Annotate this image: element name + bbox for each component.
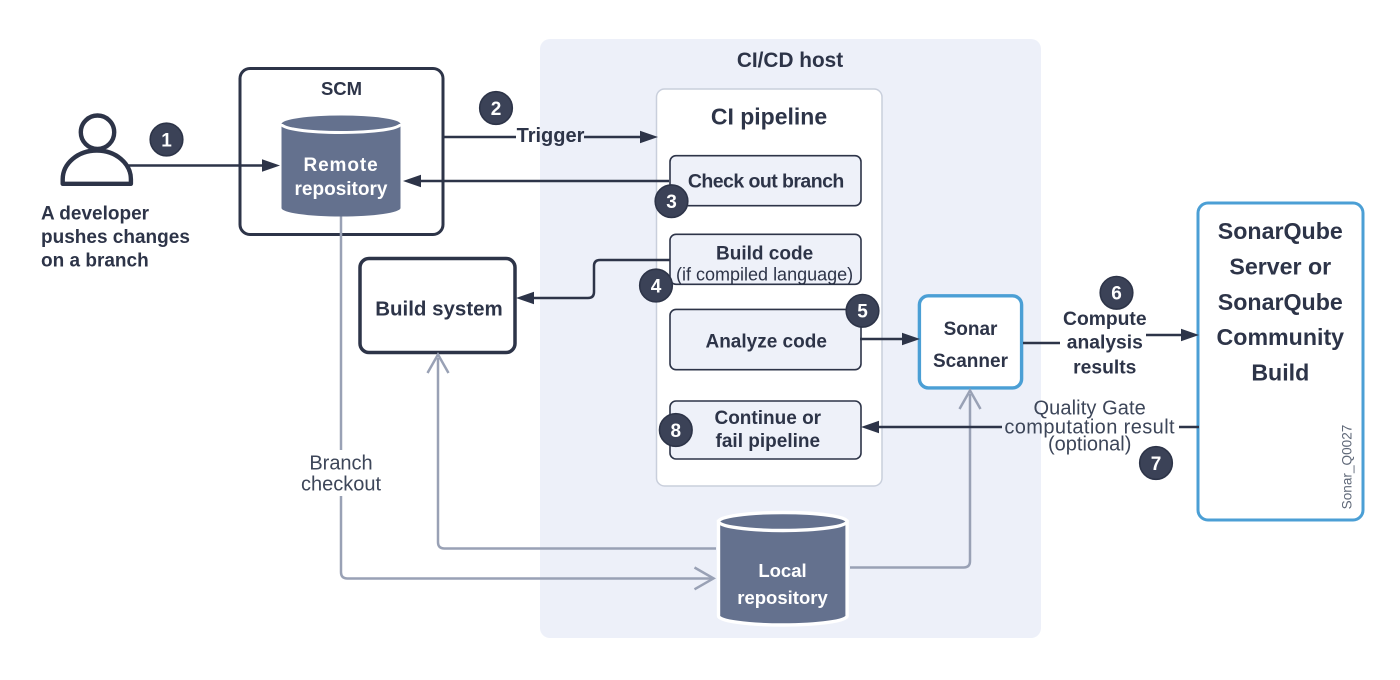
svg-text:Server or: Server or	[1229, 254, 1331, 280]
svg-text:A developer: A developer	[41, 204, 150, 225]
svg-text:6: 6	[1111, 284, 1122, 305]
svg-text:SCM: SCM	[321, 78, 362, 99]
svg-text:1: 1	[161, 130, 172, 151]
svg-text:CI/CD host: CI/CD host	[737, 49, 843, 72]
svg-text:Build code: Build code	[716, 244, 813, 265]
svg-text:Quality Gate: Quality Gate	[1034, 398, 1146, 420]
svg-text:Branch: Branch	[309, 453, 372, 475]
svg-text:checkout: checkout	[301, 474, 381, 496]
svg-text:Continue or: Continue or	[714, 408, 821, 429]
svg-text:CI pipeline: CI pipeline	[711, 104, 827, 130]
svg-text:Sonar: Sonar	[944, 319, 998, 340]
svg-text:Local: Local	[758, 560, 806, 581]
svg-text:Trigger: Trigger	[517, 125, 585, 147]
svg-text:repository: repository	[737, 587, 828, 608]
svg-text:computation result: computation result	[1004, 417, 1175, 439]
svg-text:on a branch: on a branch	[41, 251, 149, 272]
svg-text:(if compiled language): (if compiled language)	[676, 265, 853, 285]
svg-text:SonarQube: SonarQube	[1218, 289, 1343, 315]
svg-text:fail pipeline: fail pipeline	[716, 431, 821, 452]
svg-text:repository: repository	[295, 179, 388, 200]
svg-text:Check out branch: Check out branch	[688, 171, 844, 193]
svg-text:4: 4	[651, 276, 662, 297]
svg-text:(optional): (optional)	[1048, 434, 1131, 456]
svg-text:Community: Community	[1217, 324, 1345, 350]
svg-text:Analyze code: Analyze code	[705, 332, 826, 353]
svg-text:Build system: Build system	[375, 297, 503, 320]
svg-text:3: 3	[666, 192, 677, 213]
svg-text:Scanner: Scanner	[933, 351, 1009, 372]
svg-text:Compute: Compute	[1063, 309, 1147, 330]
svg-text:Remote: Remote	[303, 155, 378, 176]
svg-text:analysis: analysis	[1067, 333, 1143, 354]
svg-text:Build: Build	[1251, 359, 1309, 385]
svg-text:results: results	[1073, 358, 1136, 379]
svg-text:2: 2	[491, 99, 502, 120]
svg-text:Sonar_Q0027: Sonar_Q0027	[1340, 425, 1355, 510]
svg-text:pushes changes: pushes changes	[41, 227, 190, 248]
svg-text:SonarQube: SonarQube	[1218, 218, 1343, 244]
svg-text:5: 5	[857, 302, 868, 323]
svg-text:7: 7	[1151, 454, 1162, 475]
svg-text:8: 8	[671, 421, 682, 442]
